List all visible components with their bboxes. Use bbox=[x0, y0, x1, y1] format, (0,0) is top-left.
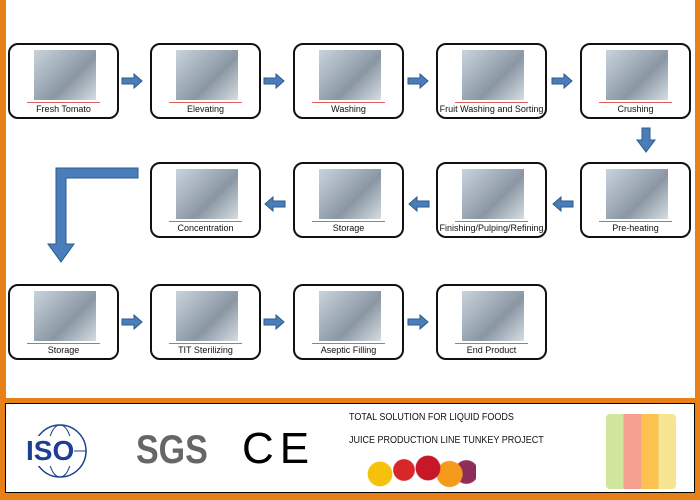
underline bbox=[312, 221, 385, 222]
arrow-right-icon bbox=[407, 72, 429, 90]
arrow-right-icon bbox=[407, 313, 429, 331]
process-step: Fresh Tomato bbox=[8, 43, 119, 119]
step-label: Washing bbox=[331, 104, 366, 114]
step-label: Pre-heating bbox=[612, 223, 659, 233]
underline bbox=[27, 102, 100, 103]
arrow-right-icon bbox=[551, 72, 573, 90]
arrows-layer bbox=[47, 72, 656, 331]
step-label: Storage bbox=[47, 345, 80, 355]
step-photo bbox=[319, 291, 381, 341]
arrow-left-icon bbox=[552, 195, 574, 213]
step-photo bbox=[606, 169, 668, 219]
tagline-2: JUICE PRODUCTION LINE TUNKEY PROJECT bbox=[349, 435, 544, 446]
process-step: Elevating bbox=[150, 43, 261, 119]
process-step: Aseptic Filling bbox=[293, 284, 404, 360]
arrow-right-icon bbox=[121, 72, 143, 90]
underline bbox=[169, 102, 242, 103]
footer-banner: ISO SGS CE TOTAL SOLUTION FOR LIQUID FOO… bbox=[5, 403, 695, 493]
arrow-right-icon bbox=[121, 313, 143, 331]
underline bbox=[599, 102, 672, 103]
arrow-l-shaped-icon bbox=[47, 167, 139, 263]
step-photo bbox=[606, 50, 668, 100]
step-label: TIT Sterilizing bbox=[178, 345, 233, 355]
underline bbox=[169, 343, 242, 344]
juice-image bbox=[606, 414, 676, 489]
underline bbox=[312, 343, 385, 344]
step-label: Aseptic Filling bbox=[320, 345, 377, 355]
process-step: Pre-heating bbox=[580, 162, 691, 238]
process-step: Finishing/Pulping/Refining bbox=[436, 162, 547, 238]
step-photo bbox=[462, 291, 524, 341]
underline bbox=[455, 343, 528, 344]
underline bbox=[455, 102, 528, 103]
step-label: Fruit Washing and Sorting bbox=[439, 104, 544, 114]
step-photo bbox=[34, 291, 96, 341]
iso-text: ISO bbox=[26, 435, 75, 466]
ce-mark: CE bbox=[242, 424, 316, 473]
process-step: TIT Sterilizing bbox=[150, 284, 261, 360]
step-label: Concentration bbox=[177, 223, 234, 233]
step-photo bbox=[34, 50, 96, 100]
process-step: Storage bbox=[8, 284, 119, 360]
step-label: End Product bbox=[466, 345, 517, 355]
step-label: Elevating bbox=[186, 104, 225, 114]
step-photo bbox=[462, 169, 524, 219]
step-label: Crushing bbox=[617, 104, 654, 114]
fruit-image bbox=[356, 450, 476, 490]
arrow-down-icon bbox=[636, 127, 656, 153]
process-step: Concentration bbox=[150, 162, 261, 238]
underline bbox=[312, 102, 385, 103]
iso-logo: ISO bbox=[24, 422, 96, 480]
arrow-left-icon bbox=[264, 195, 286, 213]
underline bbox=[455, 221, 528, 222]
underline bbox=[27, 343, 100, 344]
arrow-right-icon bbox=[263, 313, 285, 331]
step-label: Storage bbox=[332, 223, 365, 233]
arrow-left-icon bbox=[408, 195, 430, 213]
tagline-1: TOTAL SOLUTION FOR LIQUID FOODS bbox=[349, 412, 514, 423]
process-step: Crushing bbox=[580, 43, 691, 119]
step-photo bbox=[176, 169, 238, 219]
underline bbox=[169, 221, 242, 222]
process-step: Washing bbox=[293, 43, 404, 119]
process-step: Storage bbox=[293, 162, 404, 238]
step-photo bbox=[319, 169, 381, 219]
step-photo bbox=[319, 50, 381, 100]
step-photo bbox=[462, 50, 524, 100]
sgs-logo: SGS bbox=[136, 428, 208, 472]
arrow-right-icon bbox=[263, 72, 285, 90]
process-step: Fruit Washing and Sorting bbox=[436, 43, 547, 119]
step-photo bbox=[176, 50, 238, 100]
step-label: Finishing/Pulping/Refining bbox=[439, 223, 544, 233]
step-photo bbox=[176, 291, 238, 341]
step-label: Fresh Tomato bbox=[36, 104, 91, 114]
process-step: End Product bbox=[436, 284, 547, 360]
underline bbox=[599, 221, 672, 222]
